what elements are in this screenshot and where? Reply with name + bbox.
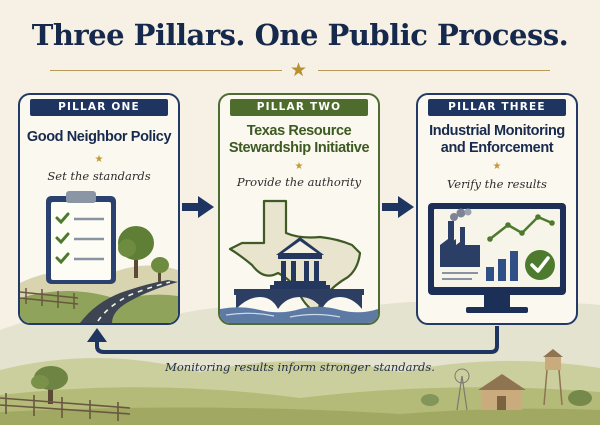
pillar-heading: Good Neighbor Policy bbox=[26, 129, 172, 145]
pillar-tag: PILLAR ONE bbox=[30, 99, 168, 116]
pillar-tag: PILLAR THREE bbox=[428, 99, 566, 116]
pillar-card-three: PILLAR THREE Industrial Monitoring and E… bbox=[416, 93, 578, 325]
clipboard-checklist-road-icon bbox=[20, 191, 178, 323]
pillar-heading: Texas Resource Stewardship Initiative bbox=[228, 123, 370, 156]
pillar-subtitle: Provide the authority bbox=[236, 175, 362, 189]
pillar-card-two: PILLAR TWO Texas Resource Stewardship In… bbox=[218, 93, 380, 325]
pillar-card-one: PILLAR ONE Good Neighbor Policy ★ Set th… bbox=[18, 93, 180, 325]
title-divider-left bbox=[50, 70, 282, 71]
star-icon: ★ bbox=[492, 161, 502, 172]
monitor-factory-chart-icon bbox=[428, 203, 566, 313]
pillar-heading: Industrial Monitoring and Enforcement bbox=[429, 123, 565, 156]
title-divider-right bbox=[318, 70, 550, 71]
star-icon: ★ bbox=[290, 59, 308, 81]
feedback-loop-caption: Monitoring results inform stronger stand… bbox=[165, 360, 435, 374]
page-title: Three Pillars. One Public Process. bbox=[31, 18, 569, 52]
pillar-subtitle: Verify the results bbox=[447, 177, 547, 191]
pillar-tag: PILLAR TWO bbox=[230, 99, 368, 116]
arrow-right-icon bbox=[182, 196, 214, 218]
star-icon: ★ bbox=[294, 161, 304, 172]
star-icon: ★ bbox=[94, 154, 104, 165]
arrow-right-icon bbox=[382, 196, 414, 218]
pillar-subtitle: Set the standards bbox=[47, 169, 151, 183]
texas-capitol-bridge-icon bbox=[220, 199, 378, 323]
